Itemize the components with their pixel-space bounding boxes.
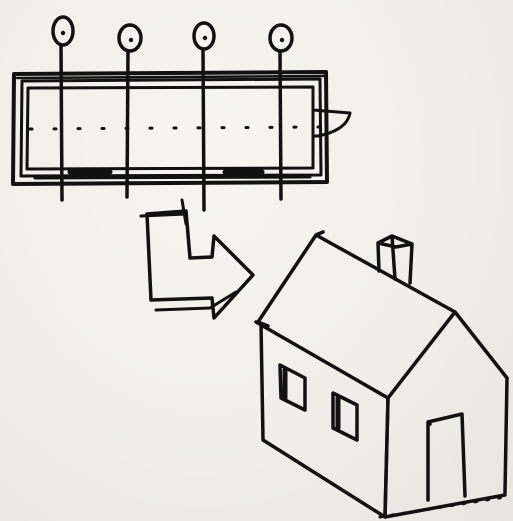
plan-view [13, 17, 350, 210]
house-chimney [378, 236, 412, 283]
plan-center-axis [30, 127, 320, 129]
column-marker-4 [270, 25, 292, 199]
house-door [428, 414, 465, 500]
plan-door-swing [313, 110, 350, 136]
house-side-wall [261, 324, 388, 517]
house-sketch [256, 232, 507, 517]
house-window-1 [280, 365, 305, 410]
house-gable-wall [385, 312, 507, 517]
house-window-2 [333, 393, 357, 440]
right-turn-arrow-icon [141, 200, 253, 318]
column-marker-2 [119, 25, 141, 197]
